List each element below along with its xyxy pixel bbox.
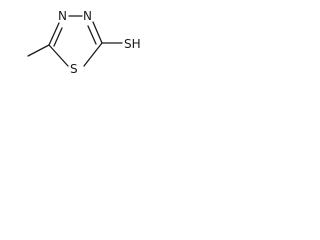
bond-s1-c5 [48, 44, 69, 67]
atom-sh-label: SH [124, 37, 141, 51]
atom-s1-label: S [70, 62, 78, 76]
chemical-structure: N N S SH [27, 9, 141, 76]
bond-c2-s1 [83, 42, 103, 67]
bond-n3-c2-single [92, 21, 103, 44]
bond-c5-n4-single [48, 22, 60, 46]
atom-n4-label: N [58, 9, 67, 23]
atom-n3-label: N [83, 9, 92, 23]
bond-c5-n4-double [53, 27, 63, 47]
bond-n3-c2-double [87, 25, 97, 45]
bond-c5-methyl [27, 44, 50, 57]
